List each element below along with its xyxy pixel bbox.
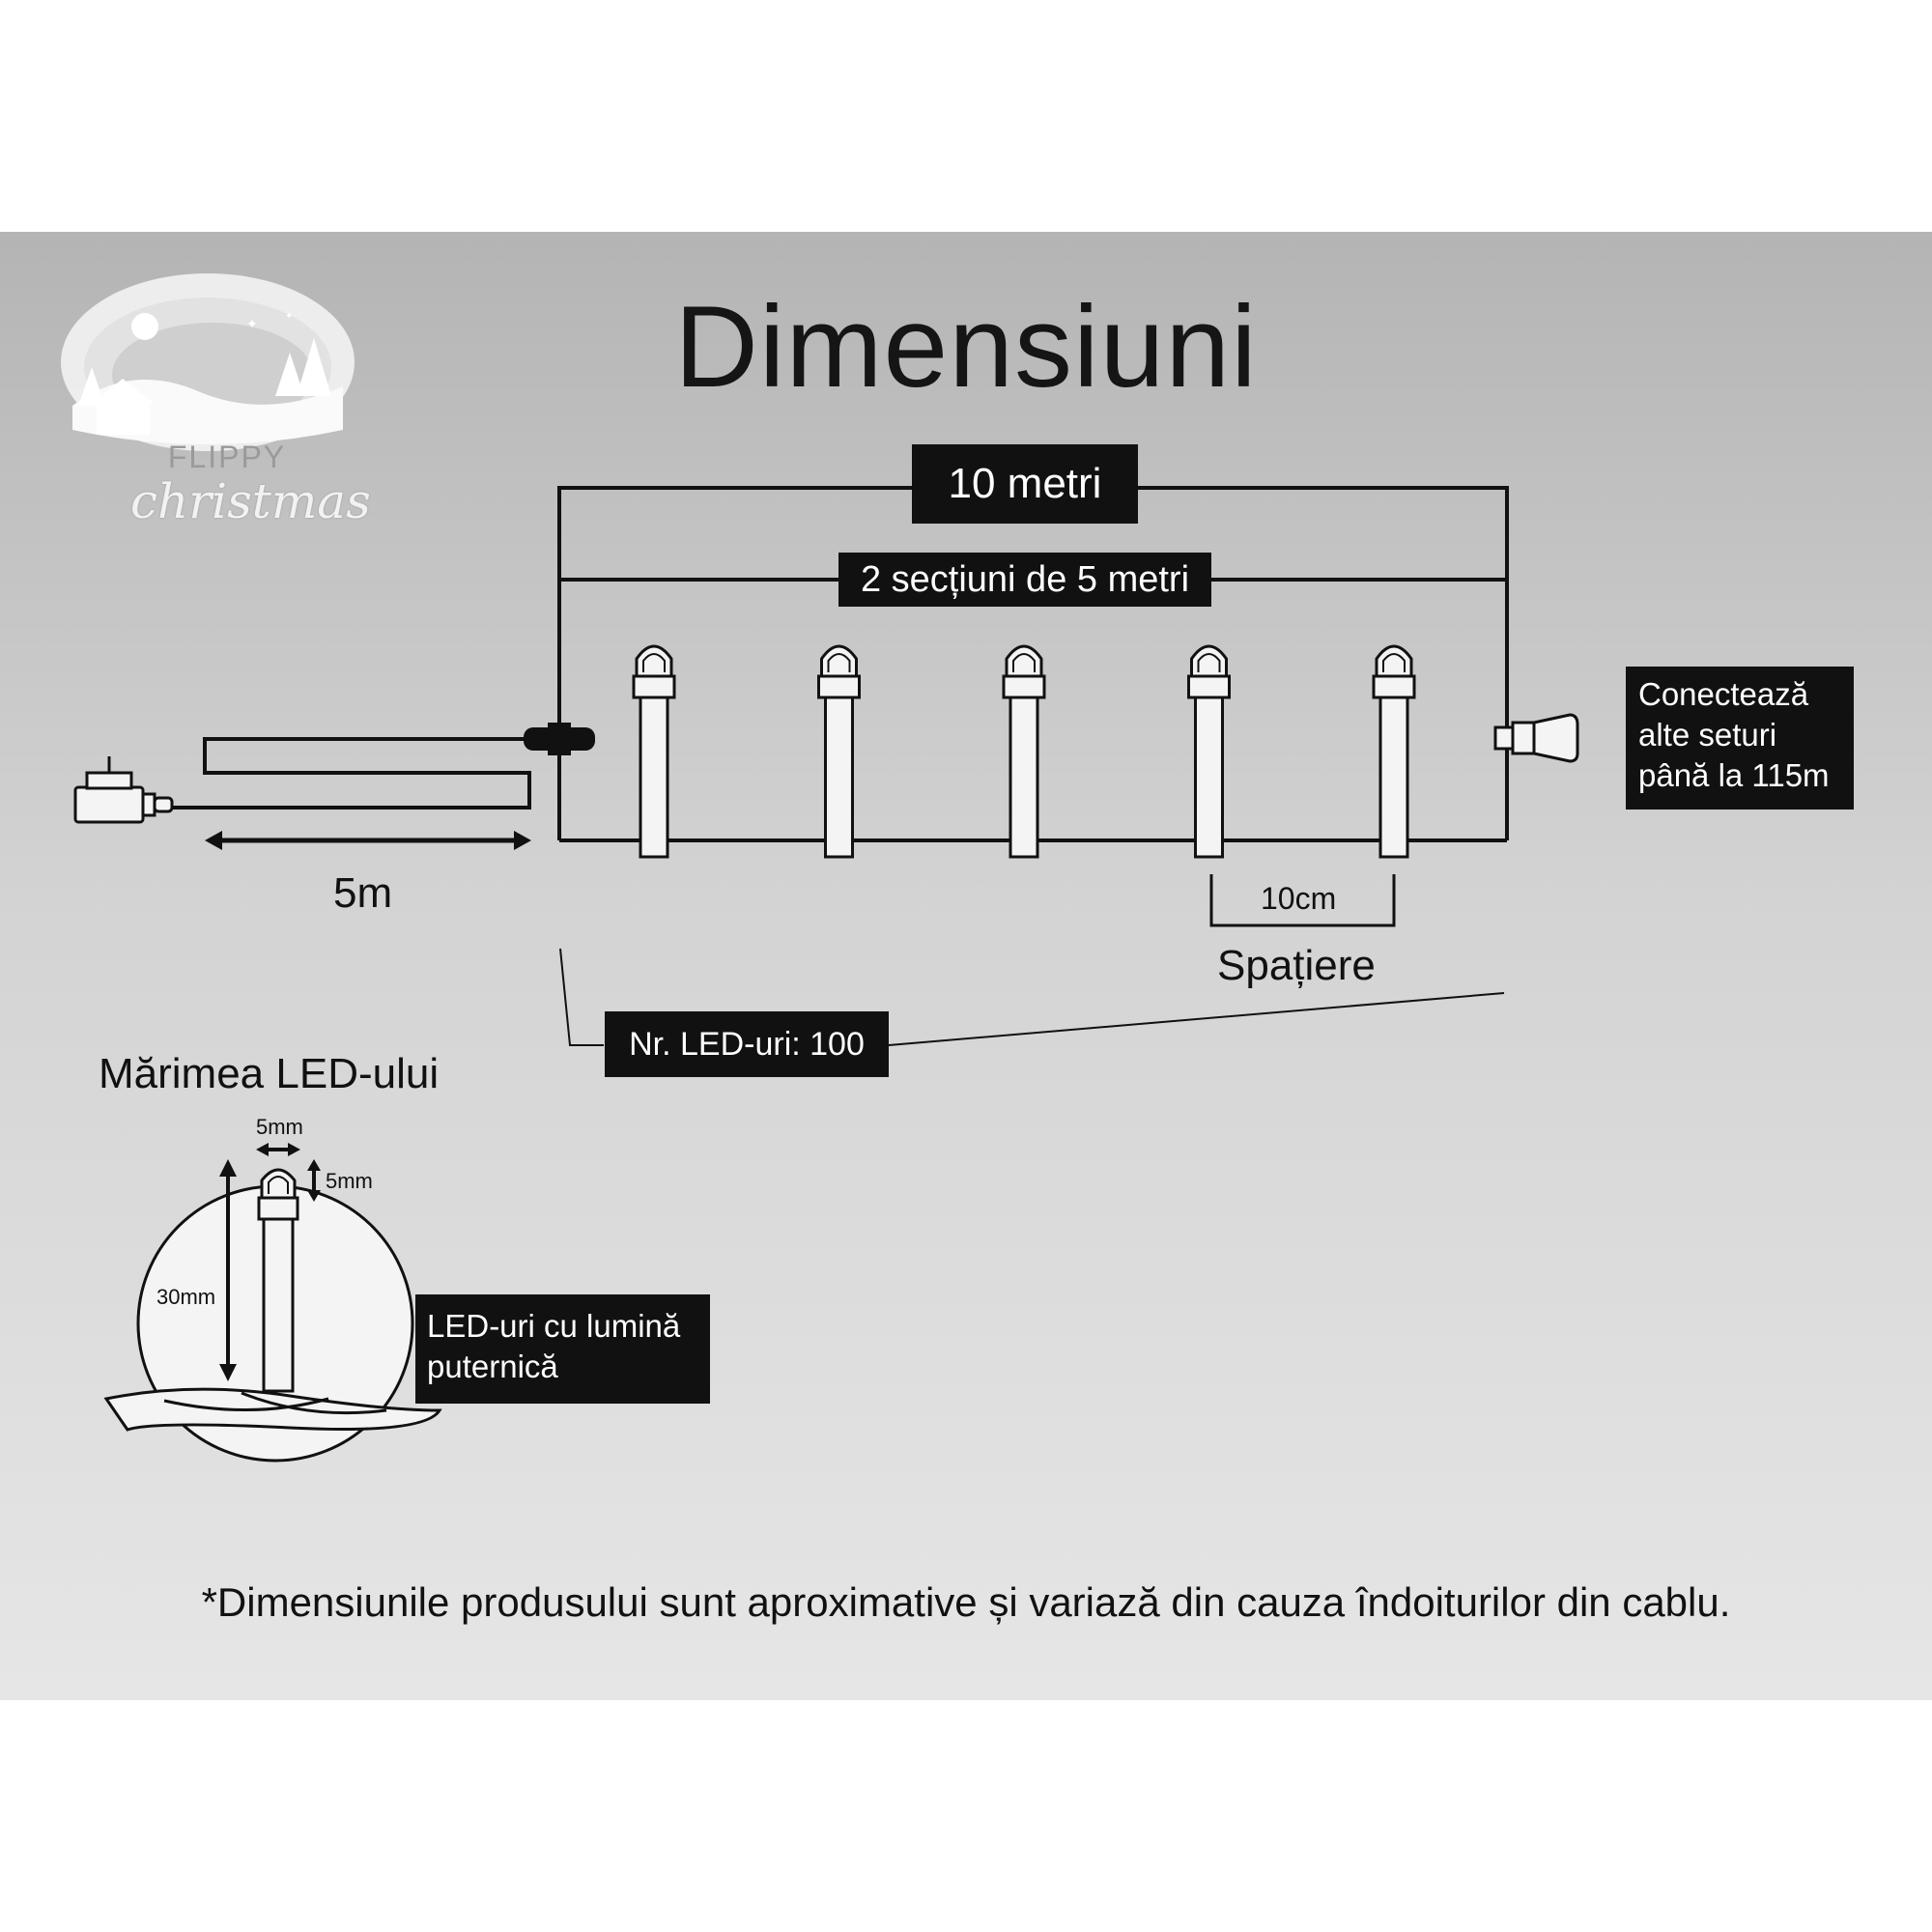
spacing-label: Spațiere [1217,942,1376,989]
led-bulb [1002,644,1046,859]
led-type-line-2: puternică [427,1349,558,1384]
twisted-cable [103,1387,442,1432]
spacing-value: 10cm [1261,881,1337,916]
led-type-line-1: LED-uri cu lumină [427,1308,681,1344]
footnote: *Dimensiunile produsului sunt aproximati… [201,1579,1731,1625]
svg-text:✦: ✦ [246,316,258,331]
led-count-leader-right [888,992,1505,1046]
lead-arrow-right [514,831,531,850]
sections-label: 2 secțiuni de 5 metri [838,553,1211,607]
led-row [632,644,1416,859]
led-bulb [1372,644,1416,859]
end-connector-icon [1493,713,1579,763]
spacing-bracket [1209,874,1396,927]
led-total-label: 30mm [156,1285,216,1309]
lead-cable [172,737,531,810]
led-bulb [632,644,676,859]
lead-length-label: 5m [333,869,393,917]
inline-connector [524,723,595,755]
connect-line-2: alte seturi [1638,717,1777,753]
led-closeup [257,1168,299,1393]
led-size-title: Mărimea LED-ului [99,1050,440,1097]
connect-callout: Conectează alte seturi până la 115m [1626,667,1854,810]
total-length-label: 10 metri [912,444,1138,524]
brand-logo-illustration: ✦ ✦ [61,273,355,451]
led-count-leader-left [559,948,604,1046]
led-type-callout: LED-uri cu lumină puternică [415,1294,710,1404]
led-bulb [1187,644,1231,859]
svg-text:✦: ✦ [285,311,293,322]
brand-logo: ✦ ✦ FLIPPY christmas [53,261,371,541]
page-title: Dimensiuni [674,282,1258,412]
lead-arrow-left [205,831,222,850]
led-count-label: Nr. LED-uri: 100 [605,1011,889,1077]
brand-subtitle: christmas [130,473,371,529]
led-width-label: 5mm [256,1115,303,1139]
led-height-label: 5mm [326,1169,373,1193]
led-bulb [817,644,861,859]
connect-line-3: până la 115m [1638,757,1830,793]
brand-name: FLIPPY [167,440,287,474]
connect-line-1: Conectează [1638,676,1809,712]
power-adapter-icon [73,756,174,824]
